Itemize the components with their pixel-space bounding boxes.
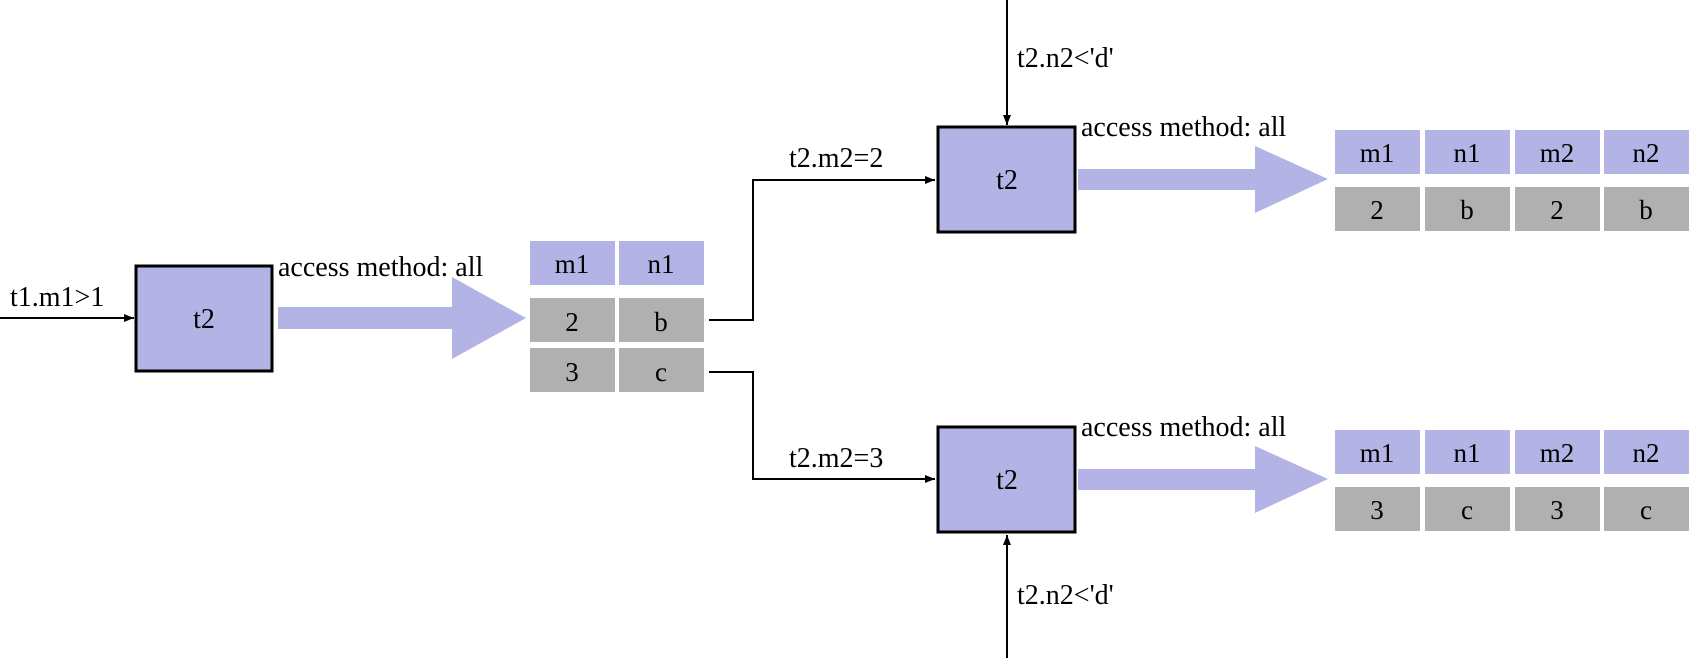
row-c-connector xyxy=(709,371,935,483)
row-b-connector xyxy=(709,176,935,321)
column-header: m2 xyxy=(1540,138,1575,168)
column-header: m1 xyxy=(1360,438,1395,468)
data-cell xyxy=(619,348,704,392)
header-cell xyxy=(530,241,615,285)
root-table-box xyxy=(134,264,274,373)
cell-value: b xyxy=(1639,195,1653,225)
data-cell xyxy=(1604,487,1689,531)
top-result-table: m1 n1 m2 n2 2 b 2 b xyxy=(1335,130,1689,231)
top-flow-arrow xyxy=(1078,146,1328,213)
cell-value: b xyxy=(654,307,668,337)
header-cell xyxy=(1515,130,1600,174)
header-cell xyxy=(1604,430,1689,474)
header-cell xyxy=(1335,430,1420,474)
cell-value: 2 xyxy=(565,307,579,337)
top-table-label: t2 xyxy=(996,165,1018,196)
cell-value: 3 xyxy=(1550,495,1564,525)
root-flow-arrow xyxy=(278,277,526,359)
bottom-join-condition: t2.m2=3 xyxy=(789,443,883,474)
cell-value: 2 xyxy=(1550,195,1564,225)
column-header: n1 xyxy=(1454,138,1481,168)
column-header: m1 xyxy=(1360,138,1395,168)
top-filter-condition: t2.n2<'d' xyxy=(1017,43,1114,74)
root-input-condition: t1.m1>1 xyxy=(10,282,104,313)
top-node: t2.m2=2 t2.n2<'d' t2 access method: all … xyxy=(789,0,1689,234)
header-cell xyxy=(1425,430,1510,474)
data-cell xyxy=(530,298,615,342)
cell-value: 2 xyxy=(1370,195,1384,225)
header-cell xyxy=(1425,130,1510,174)
root-node: t1.m1>1 t2 access method: all m1 n1 2 b … xyxy=(0,241,704,392)
cell-value: c xyxy=(1640,495,1652,525)
cell-value: b xyxy=(1460,195,1474,225)
data-cell xyxy=(619,298,704,342)
bottom-filter-condition: t2.n2<'d' xyxy=(1017,580,1114,611)
column-header: n1 xyxy=(648,249,675,279)
cell-value: 3 xyxy=(1370,495,1384,525)
top-access-method: access method: all xyxy=(1081,112,1286,143)
top-join-condition: t2.m2=2 xyxy=(789,143,883,174)
cell-value: c xyxy=(1461,495,1473,525)
data-cell xyxy=(1515,187,1600,231)
column-header: n1 xyxy=(1454,438,1481,468)
bottom-table-box xyxy=(936,425,1077,534)
root-table-label: t2 xyxy=(193,304,215,335)
root-result-table: m1 n1 2 b 3 c xyxy=(530,241,704,392)
column-header: n2 xyxy=(1633,438,1660,468)
data-cell xyxy=(1604,187,1689,231)
bottom-result-table: m1 n1 m2 n2 3 c 3 c xyxy=(1335,430,1689,531)
column-header: n2 xyxy=(1633,138,1660,168)
header-cell xyxy=(1335,130,1420,174)
data-cell xyxy=(1425,487,1510,531)
bottom-flow-arrow xyxy=(1078,446,1328,513)
column-header: m2 xyxy=(1540,438,1575,468)
header-cell xyxy=(1604,130,1689,174)
data-cell xyxy=(1335,187,1420,231)
data-cell xyxy=(1335,487,1420,531)
top-table-box xyxy=(936,125,1077,234)
data-cell xyxy=(1425,187,1510,231)
header-cell xyxy=(1515,430,1600,474)
data-cell xyxy=(530,348,615,392)
bottom-node: t2.m2=3 t2.n2<'d' t2 access method: all … xyxy=(789,412,1689,658)
header-cell xyxy=(619,241,704,285)
bottom-table-label: t2 xyxy=(996,465,1018,496)
data-cell xyxy=(1515,487,1600,531)
cell-value: 3 xyxy=(565,357,579,387)
column-header: m1 xyxy=(555,249,590,279)
cell-value: c xyxy=(655,357,667,387)
bottom-access-method: access method: all xyxy=(1081,412,1286,443)
root-access-method: access method: all xyxy=(278,252,483,283)
